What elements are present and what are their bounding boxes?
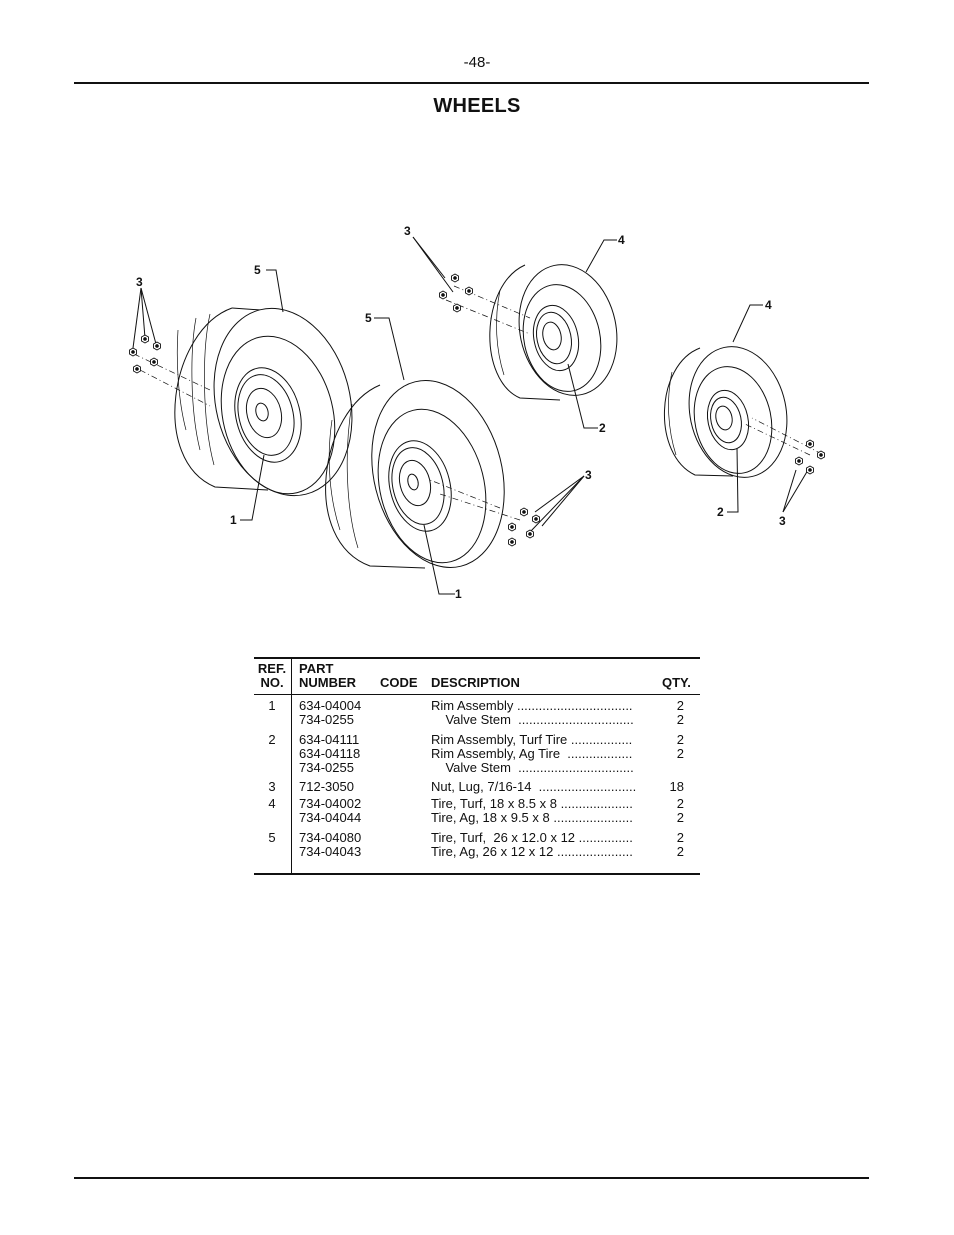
part-number: 634-04111 [299,732,360,747]
part-number: 634-04004 [299,698,362,713]
part-number: 734-0255 [299,760,354,775]
description: Rim Assembly, Ag Tire .................. [431,747,633,761]
wheels-exploded-diagram: 3 5 1 5 1 3 3 4 2 4 2 3 [129,224,825,601]
description-header: DESCRIPTION [431,675,520,690]
quantity: 2 [676,844,684,859]
quantity: 2 [676,810,684,825]
table-row: 5 734-04080 Tire, Turf, 26 x 12.0 x 12 .… [254,831,700,845]
description: Tire, Ag, 26 x 12 x 12 .................… [431,845,633,859]
callout-3: 3 [404,224,411,238]
code-header: CODE [380,675,418,690]
callout-5: 5 [254,263,261,277]
parts-table: REF. NO. PART NUMBER CODE DESCRIPTION QT… [254,657,700,875]
callout-2: 2 [717,505,724,519]
description: Tire, Turf, 26 x 12.0 x 12 .............… [431,831,633,845]
rear-wheel-front [325,380,505,569]
description: Nut, Lug, 7/16-14 ......................… [431,780,637,794]
table-row: 734-0255 Valve Stem ....................… [254,713,700,727]
ref-no-header: REF. NO. [254,662,290,690]
part-number-header: PART NUMBER [299,662,356,690]
ref-no: 4 [268,796,276,811]
quantity: 18 [669,779,684,794]
ref-no: 1 [268,698,276,713]
quantity: 2 [676,796,684,811]
callout-4: 4 [765,298,772,312]
table-row: 2 634-04111 Rim Assembly, Turf Tire ....… [254,733,700,747]
table-row: 634-04118 Rim Assembly, Ag Tire ........… [254,747,700,761]
description: Tire, Turf, 18 x 8.5 x 8 ...............… [431,797,633,811]
table-row: 734-04043 Tire, Ag, 26 x 12 x 12 .......… [254,845,700,859]
quantity: 2 [676,698,684,713]
callout-3: 3 [136,275,143,289]
part-header-line2: NUMBER [299,675,357,690]
description: Rim Assembly, Turf Tire ................… [431,733,633,747]
header-rule [74,82,869,84]
part-number: 712-3050 [299,779,354,794]
page-number: -48- [463,54,491,71]
part-number: 734-04002 [299,796,362,811]
table-row: 1 634-04004 Rim Assembly ...............… [254,699,700,713]
header-divider [254,694,700,695]
table-row: 734-04044 Tire, Ag, 18 x 9.5 x 8 .......… [254,811,700,825]
description: Tire, Ag, 18 x 9.5 x 8 .................… [431,811,633,825]
callout-3: 3 [779,514,786,528]
ref-no: 2 [268,732,276,747]
table-row: 4 734-04002 Tire, Turf, 18 x 8.5 x 8 ...… [254,797,700,811]
part-number: 634-04118 [299,746,361,761]
table-row: 734-0255 Valve Stem ....................… [254,761,700,775]
callout-5: 5 [365,311,372,325]
page-title: WHEELS [433,95,521,117]
quantity: 2 [676,732,684,747]
part-header-line1: PART [299,661,334,676]
callout-2: 2 [599,421,606,435]
description: Valve Stem .............................… [431,713,634,727]
quantity: 2 [676,712,684,727]
ref-header-line2: NO. [260,675,284,690]
description: Rim Assembly ...........................… [431,699,633,713]
quantity: 2 [676,830,684,845]
table-row: 3 712-3050 Nut, Lug, 7/16-14 ...........… [254,780,700,794]
callout-1: 1 [455,587,462,601]
part-number: 734-04080 [299,830,362,845]
callout-4: 4 [618,233,625,247]
column-divider [291,659,292,873]
quantity: 2 [676,746,684,761]
callout-1: 1 [230,513,237,527]
ref-no: 5 [268,830,276,845]
description: Valve Stem .............................… [431,761,634,775]
qty-header: QTY. [662,675,691,690]
part-number: 734-04044 [299,810,362,825]
front-wheel-right [664,346,788,478]
rear-wheel-left [174,307,353,497]
part-number: 734-0255 [299,712,354,727]
callout-3: 3 [585,468,592,482]
front-wheel-upper [489,264,618,401]
footer-rule [74,1177,869,1179]
ref-no: 3 [268,779,276,794]
part-number: 734-04043 [299,844,362,859]
ref-header-line1: REF. [257,661,287,676]
